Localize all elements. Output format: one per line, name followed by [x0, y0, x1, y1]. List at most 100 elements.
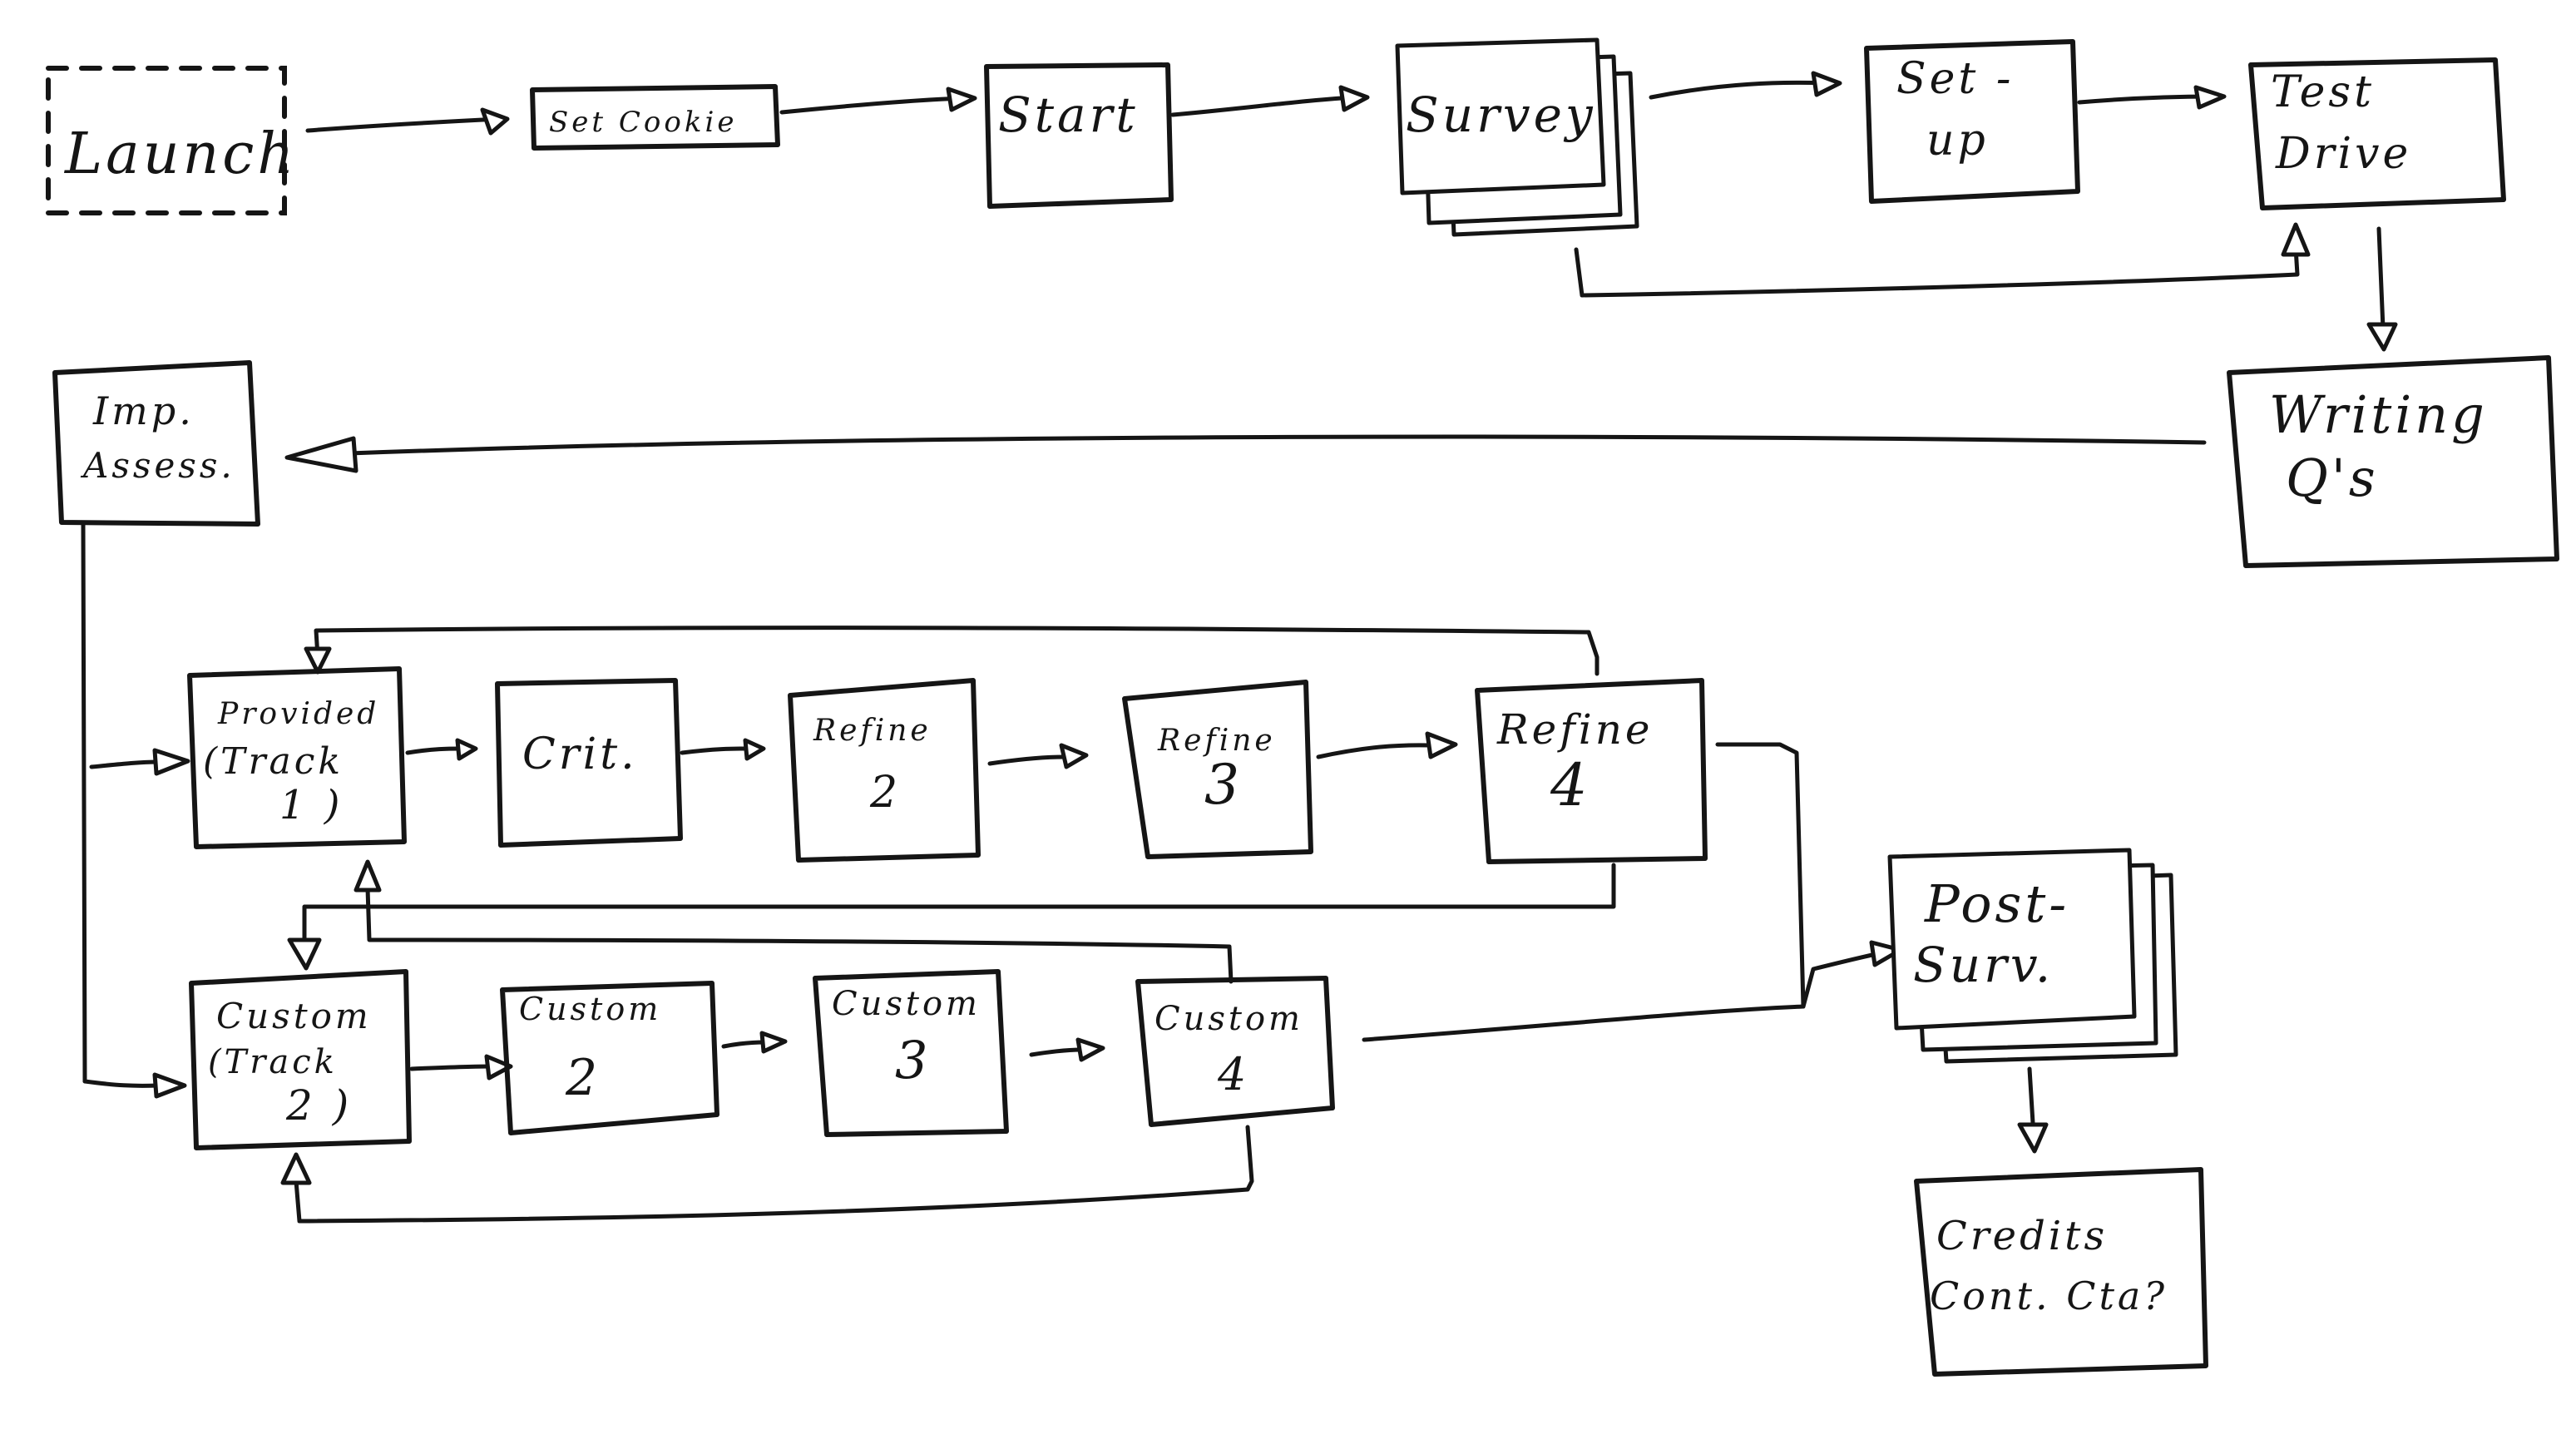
refine3-label-line2: 3 — [1204, 753, 1243, 817]
connectors — [81, 71, 2398, 1224]
writing-qs-box — [2227, 355, 2559, 568]
connector-crit-refine2 — [680, 746, 751, 755]
refine2-box — [788, 678, 981, 863]
test-drive-box — [2248, 57, 2506, 210]
arrowhead — [455, 738, 478, 761]
post-survey-label-line1: Post- — [1924, 873, 2069, 934]
start-box — [984, 62, 1174, 209]
refine4-box — [1475, 678, 1708, 864]
connector-test-drive-writing — [2376, 226, 2386, 331]
arrowhead — [1811, 71, 1842, 97]
refine4-label-line2: 4 — [1550, 751, 1591, 819]
connector-custom4-provided — [365, 886, 1234, 984]
node-launch: Launch — [46, 66, 297, 215]
imp-assess-box — [52, 360, 260, 527]
refine4-label-line1: Refine — [1496, 705, 1654, 754]
connector-survey-bypass-test-drive — [1574, 245, 2300, 298]
connector-setup-test-drive — [2077, 94, 2215, 105]
node-refine2: Refine 2 — [788, 678, 981, 863]
imp-assess-label-line1: Imp. — [92, 388, 195, 433]
arrowhead — [2281, 222, 2311, 257]
arrowhead — [152, 1072, 187, 1099]
arrowhead — [1059, 743, 1089, 769]
custom-track2-label-line2: (Track — [208, 1043, 338, 1081]
connector-imp-assess-spine — [81, 522, 87, 1084]
connector-refine3-refine4 — [1316, 743, 1433, 759]
refine3-label-line1: Refine — [1157, 724, 1276, 758]
arrowhead — [284, 436, 358, 473]
custom-track2-label-line3: 2 ) — [285, 1081, 352, 1130]
credits-label-line2: Cont. Cta? — [1930, 1273, 2168, 1318]
node-provided: Provided (Track 1 ) — [187, 666, 407, 849]
node-custom2: Custom 2 — [500, 981, 719, 1135]
provided-label-line2: (Track — [203, 740, 344, 783]
arrowhead — [280, 1152, 312, 1185]
refine2-label-line1: Refine — [813, 714, 932, 748]
arrowhead — [743, 738, 766, 761]
provided-label-line1: Provided — [217, 697, 379, 731]
custom2-box — [500, 981, 719, 1135]
test-drive-label-line1: Test — [2271, 67, 2375, 117]
connector-set-cookie-start — [779, 96, 967, 115]
node-custom3: Custom 3 — [813, 969, 1009, 1137]
custom3-label-line2: 3 — [895, 1030, 931, 1090]
arrowhead — [1425, 731, 1458, 759]
arrowhead — [152, 748, 190, 776]
credits-box — [1914, 1167, 2208, 1377]
custom-track2-label-line1: Custom — [216, 996, 372, 1036]
connector-refine4-post-survey — [1715, 742, 1886, 1009]
writing-qs-label-line2: Q's — [2286, 448, 2379, 508]
survey-label: Survey — [1406, 87, 1596, 143]
connector-provided-crit — [405, 746, 464, 755]
post-survey-label-line2: Surv. — [1913, 937, 2054, 993]
custom2-label-line2: 2 — [565, 1049, 601, 1107]
arrowhead — [1075, 1037, 1105, 1062]
arrowhead — [1338, 85, 1370, 112]
test-drive-label-line2: Drive — [2275, 129, 2411, 179]
connector-start-survey — [1170, 95, 1358, 117]
connector-custom3-custom4 — [1029, 1047, 1084, 1057]
arrowhead — [2017, 1122, 2049, 1154]
node-custom-track2: Custom (Track 2 ) — [189, 969, 412, 1150]
custom4-label-line2: 4 — [1217, 1048, 1249, 1100]
refine3-box — [1122, 680, 1313, 859]
start-label: Start — [998, 87, 1139, 143]
post-survey-box — [1887, 848, 2137, 1031]
node-imp-assess: Imp. Assess. — [52, 360, 260, 527]
connector-post-survey-credits — [2027, 1066, 2035, 1125]
connector-custom4-post-survey — [1362, 1004, 1806, 1042]
launch-box — [46, 66, 287, 215]
custom-track2-box — [189, 969, 412, 1150]
connector-writing-imp-assess — [347, 434, 2207, 456]
node-setup: Set - up — [1864, 39, 2080, 204]
connector-refine2-refine3 — [987, 754, 1067, 766]
node-refine4: Refine 4 — [1475, 678, 1708, 864]
node-set-cookie: Set Cookie — [530, 84, 780, 151]
provided-box — [187, 666, 407, 849]
set-cookie-box — [530, 84, 780, 151]
crit-box — [495, 678, 683, 848]
launch-label: Launch — [63, 121, 297, 187]
connector-survey-setup — [1649, 80, 1832, 100]
node-survey: Survey — [1395, 37, 1639, 237]
node-test-drive: Test Drive — [2248, 57, 2506, 210]
node-start: Start — [984, 62, 1174, 209]
refine2-label-line2: 2 — [869, 768, 901, 818]
custom3-box — [813, 969, 1009, 1137]
setup-label-line2: up — [1926, 116, 1989, 166]
node-credits: Credits Cont. Cta? — [1914, 1167, 2208, 1377]
set-cookie-label: Set Cookie — [549, 106, 737, 139]
arrowhead — [484, 1054, 513, 1081]
setup-box — [1864, 39, 2080, 204]
connector-custom-track2-custom2 — [409, 1064, 493, 1071]
connector-refine4-custom-track2 — [302, 863, 1616, 942]
node-custom4: Custom 4 — [1135, 976, 1335, 1127]
credits-label-line1: Credits — [1936, 1213, 2108, 1259]
writing-qs-label-line1: Writing — [2269, 384, 2488, 445]
arrowhead — [304, 646, 332, 675]
arrowhead — [2193, 85, 2227, 110]
connector-custom4-loop-custom-track2 — [294, 1125, 1254, 1224]
node-refine3: Refine 3 — [1122, 680, 1313, 859]
custom2-label-line1: Custom — [519, 991, 661, 1027]
